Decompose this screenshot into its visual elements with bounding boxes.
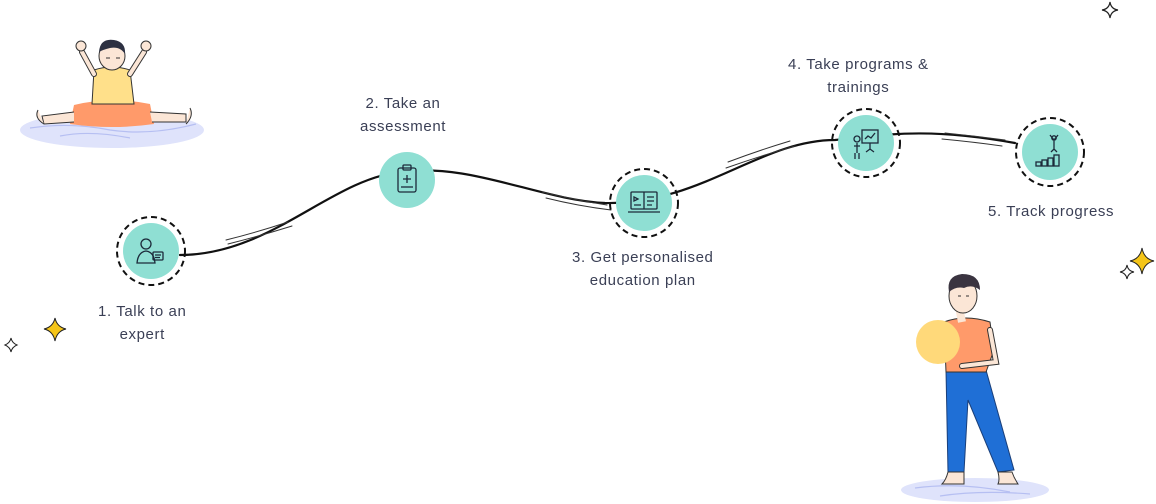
standing-person-illustration [901,274,1049,502]
motion-lines [225,132,1006,245]
step-5-label: 5. Track progress [988,203,1115,220]
step-1-node [116,216,186,286]
step-4-label: 4. Take programs & trainings [788,56,929,96]
expert-icon [136,238,164,264]
step-1-label: 1. Talk to an expert [98,303,187,343]
sparkle-icon [1119,247,1155,280]
growth-chart-icon [1035,134,1060,167]
sitting-child-illustration [20,39,204,148]
sparkle-icon [3,317,67,353]
step-2-node [379,152,435,208]
sparkle-icon [1101,1,1119,19]
step-3-node [609,168,679,238]
step-2-label: 2. Take an assessment [360,95,447,135]
presentation-board-icon [853,129,879,159]
step-5-node [1015,117,1085,187]
step-4-node [831,108,901,178]
laptop-book-icon [628,191,660,213]
step-3-label: 3. Get personalised education plan [572,249,714,289]
clipboard-icon [397,164,417,193]
